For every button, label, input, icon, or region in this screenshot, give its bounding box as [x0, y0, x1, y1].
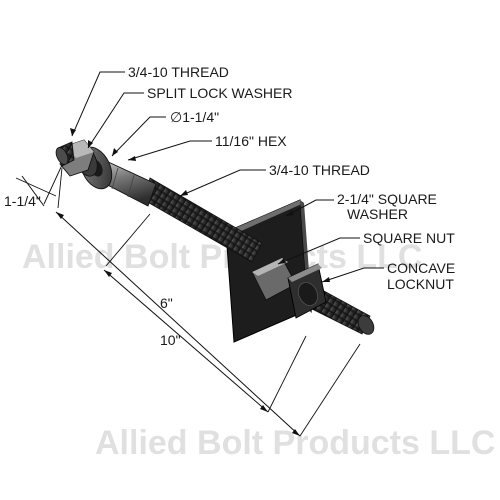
concave-locknut-bore: [298, 282, 318, 306]
label-dim-hex-length: 1-1/4": [4, 193, 41, 209]
dimension-lines: [15, 164, 361, 437]
square-nut-top: [252, 258, 288, 276]
label-diameter: ∅1-1/4": [170, 109, 219, 125]
bolt-head-face: [55, 147, 69, 165]
label-hex: 11/16" HEX: [215, 133, 287, 149]
bolt-assembly: [55, 139, 375, 343]
label-concave-locknut-2: LOCKNUT: [387, 276, 454, 292]
square-washer-top-edge: [226, 200, 304, 236]
callout-labels: 3/4-10 THREAD SPLIT LOCK WASHER ∅1-1/4" …: [4, 64, 455, 348]
concave-locknut-top: [288, 264, 322, 282]
label-square-nut: SQUARE NUT: [363, 230, 455, 246]
label-square-washer-1: 2-1/4" SQUARE: [337, 191, 437, 207]
label-split-lock-washer: SPLIT LOCK WASHER: [147, 85, 292, 101]
label-concave-locknut-1: CONCAVE: [387, 260, 455, 276]
label-thread-top: 3/4-10 THREAD: [128, 64, 229, 80]
bolt-end-face: [357, 315, 375, 335]
label-square-washer-2: WASHER: [347, 206, 408, 222]
label-dim-total-length: 10": [160, 332, 181, 348]
leader-lines: [70, 71, 384, 283]
label-thread-mid: 3/4-10 THREAD: [269, 162, 370, 178]
label-dim-thread-length: 6": [160, 295, 173, 311]
